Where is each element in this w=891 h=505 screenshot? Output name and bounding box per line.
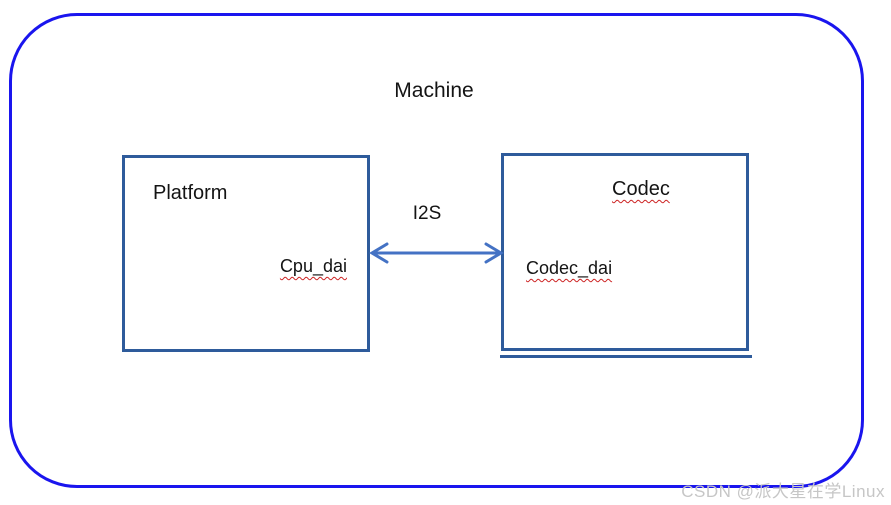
double-arrow-icon bbox=[369, 242, 504, 264]
cpu-dai-label: Cpu_dai bbox=[279, 256, 347, 276]
codec-title: Codec bbox=[612, 178, 670, 200]
machine-container-box bbox=[9, 13, 864, 488]
platform-box: Platform Cpu_dai bbox=[122, 155, 370, 352]
i2s-double-arrow bbox=[368, 241, 505, 265]
codec-box: Codec Codec_dai bbox=[501, 153, 749, 351]
machine-label: Machine bbox=[394, 79, 474, 102]
codec-box-double-bottom-line bbox=[500, 355, 752, 358]
platform-title: Platform bbox=[153, 182, 228, 204]
i2s-bus-label: I2S bbox=[412, 203, 442, 224]
codec-dai-label: Codec_dai bbox=[526, 258, 613, 278]
csdn-watermark: CSDN @派大星在学Linux bbox=[681, 482, 885, 501]
